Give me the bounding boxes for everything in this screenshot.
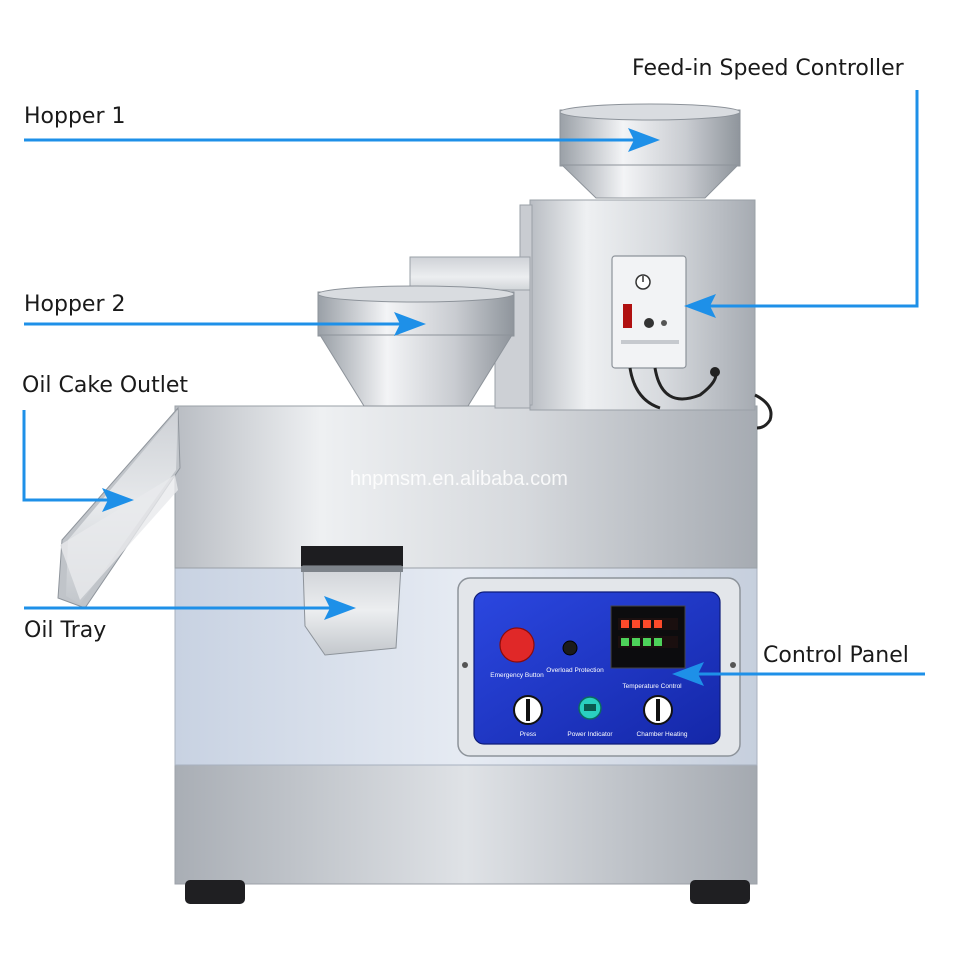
feed-in-speed-controller-label: Feed-in Speed Controller bbox=[632, 56, 904, 81]
oil-tray bbox=[302, 565, 402, 656]
oil-tray-opening bbox=[301, 546, 403, 568]
arrow-icon bbox=[628, 128, 660, 152]
watermark: hnpmsm.en.alibaba.com bbox=[350, 468, 568, 490]
foot-left bbox=[185, 880, 245, 904]
machine-base bbox=[174, 761, 758, 885]
speed-switch-icon[interactable] bbox=[644, 318, 654, 328]
speed-display-icon bbox=[623, 304, 632, 328]
oil-tray-label: Oil Tray bbox=[24, 618, 107, 643]
arrow-icon bbox=[102, 488, 134, 512]
knob-right-label: Chamber Heating bbox=[637, 731, 688, 738]
controller-cable bbox=[628, 367, 661, 410]
temperature-control-label: Temperature Control bbox=[622, 683, 682, 690]
hopper-1-label: Hopper 1 bbox=[24, 104, 126, 129]
arrow-icon bbox=[324, 596, 356, 620]
knob-left-label: Press bbox=[520, 731, 537, 738]
foot-right bbox=[690, 880, 750, 904]
callout-lines bbox=[22, 90, 925, 676]
arrow-icon bbox=[394, 312, 426, 336]
arrow-icon bbox=[684, 294, 716, 318]
overload-label: Overload Protection bbox=[546, 667, 604, 674]
feed-controller-callout bbox=[702, 90, 919, 308]
emergency-stop-icon[interactable] bbox=[499, 627, 535, 663]
knob-center-label: Power Indicator bbox=[567, 731, 613, 738]
arrow-icon bbox=[672, 662, 704, 686]
control-panel-label: Control Panel bbox=[763, 643, 909, 668]
hopper-2-label: Hopper 2 bbox=[24, 292, 126, 317]
emergency-button-label: Emergency Button bbox=[490, 672, 544, 679]
oil-cake-outlet-callout bbox=[22, 410, 112, 502]
machine-upper-body bbox=[174, 405, 758, 569]
overload-indicator-icon bbox=[562, 640, 578, 656]
oil-cake-outlet-label: Oil Cake Outlet bbox=[22, 373, 189, 398]
